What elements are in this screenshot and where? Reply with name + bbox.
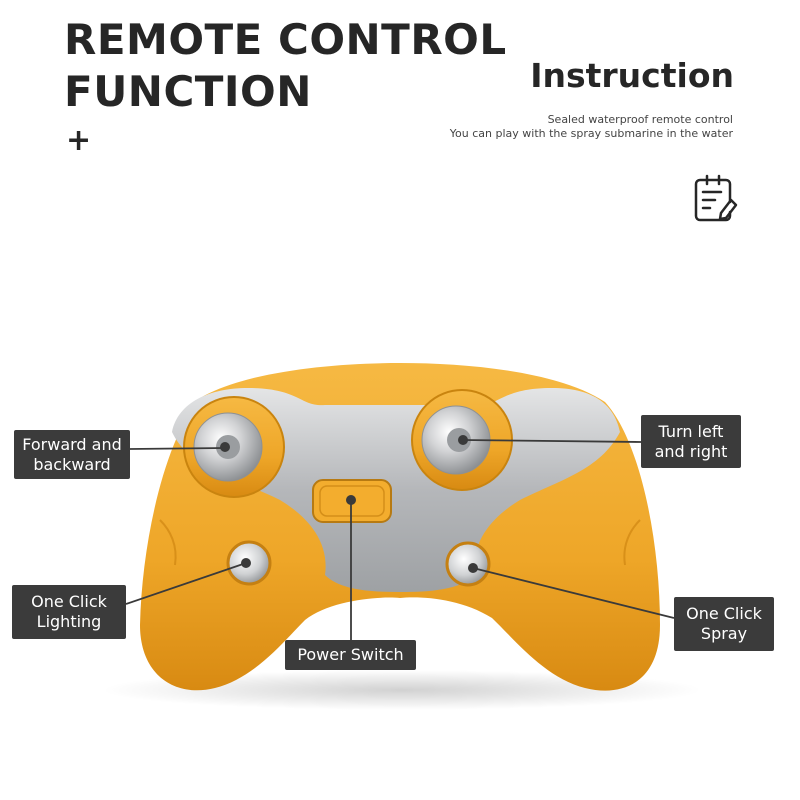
document-edit-icon: [694, 174, 738, 222]
plus-icon: +: [66, 123, 92, 158]
instruction-line-2: You can play with the spray submarine in…: [449, 127, 733, 140]
label-one-click-spray: One Click Spray: [674, 597, 774, 651]
label-forward-backward: Forward and backward: [14, 430, 130, 479]
label-one-click-lighting: One Click Lighting: [12, 585, 126, 639]
spray-button: [445, 541, 491, 587]
label-turn-left-right: Turn left and right: [641, 415, 741, 468]
page-title: REMOTE CONTROL FUNCTION: [64, 15, 507, 116]
label-power-switch: Power Switch: [285, 640, 416, 670]
instruction-title: Instruction: [530, 56, 734, 95]
instruction-line-1: Sealed waterproof remote control: [547, 113, 733, 126]
